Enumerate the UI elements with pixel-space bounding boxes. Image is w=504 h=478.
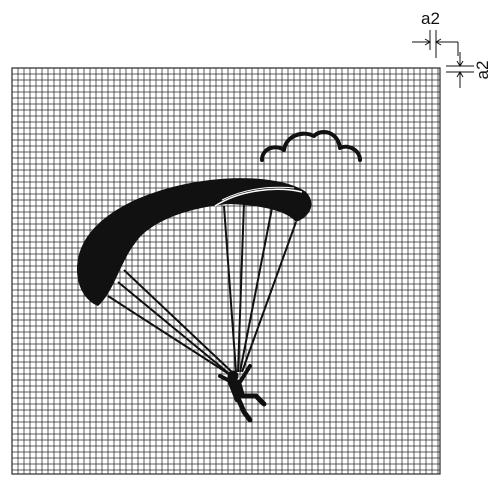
- suspension-line: [239, 207, 273, 373]
- pilot-arm: [238, 364, 252, 384]
- dimension-annotation: [412, 30, 474, 88]
- suspension-line: [241, 221, 297, 373]
- grid-border: [11, 67, 441, 475]
- canopy-cell-line: [214, 188, 303, 207]
- suspension-line: [223, 205, 237, 373]
- dimension-horizontal-label: a2: [421, 9, 440, 28]
- square-grid: [11, 67, 441, 475]
- dimension-h-arrowhead-right: [435, 38, 442, 46]
- cloud-icon: [260, 130, 362, 162]
- dimension-v-arrowhead-bottom: [456, 71, 464, 78]
- suspension-lines: [107, 201, 297, 377]
- paraglider-icon: [76, 178, 312, 423]
- canopy-cell-line: [221, 186, 295, 201]
- pilot-legs: [239, 393, 267, 407]
- dimension-h-arrowhead-left: [424, 38, 431, 46]
- grid-lines: [12, 68, 440, 474]
- paraglider-canopy: [76, 178, 312, 306]
- pilot-legs: [235, 395, 253, 423]
- suspension-line: [237, 201, 245, 373]
- suspension-line: [123, 269, 235, 375]
- pilot-arm: [218, 374, 234, 384]
- suspension-line: [107, 295, 233, 377]
- suspension-line: [117, 281, 233, 377]
- dimension-v-arrowhead-top: [456, 60, 464, 67]
- dimension-vertical-label: a2: [473, 61, 492, 80]
- pilot-figure: [218, 364, 267, 423]
